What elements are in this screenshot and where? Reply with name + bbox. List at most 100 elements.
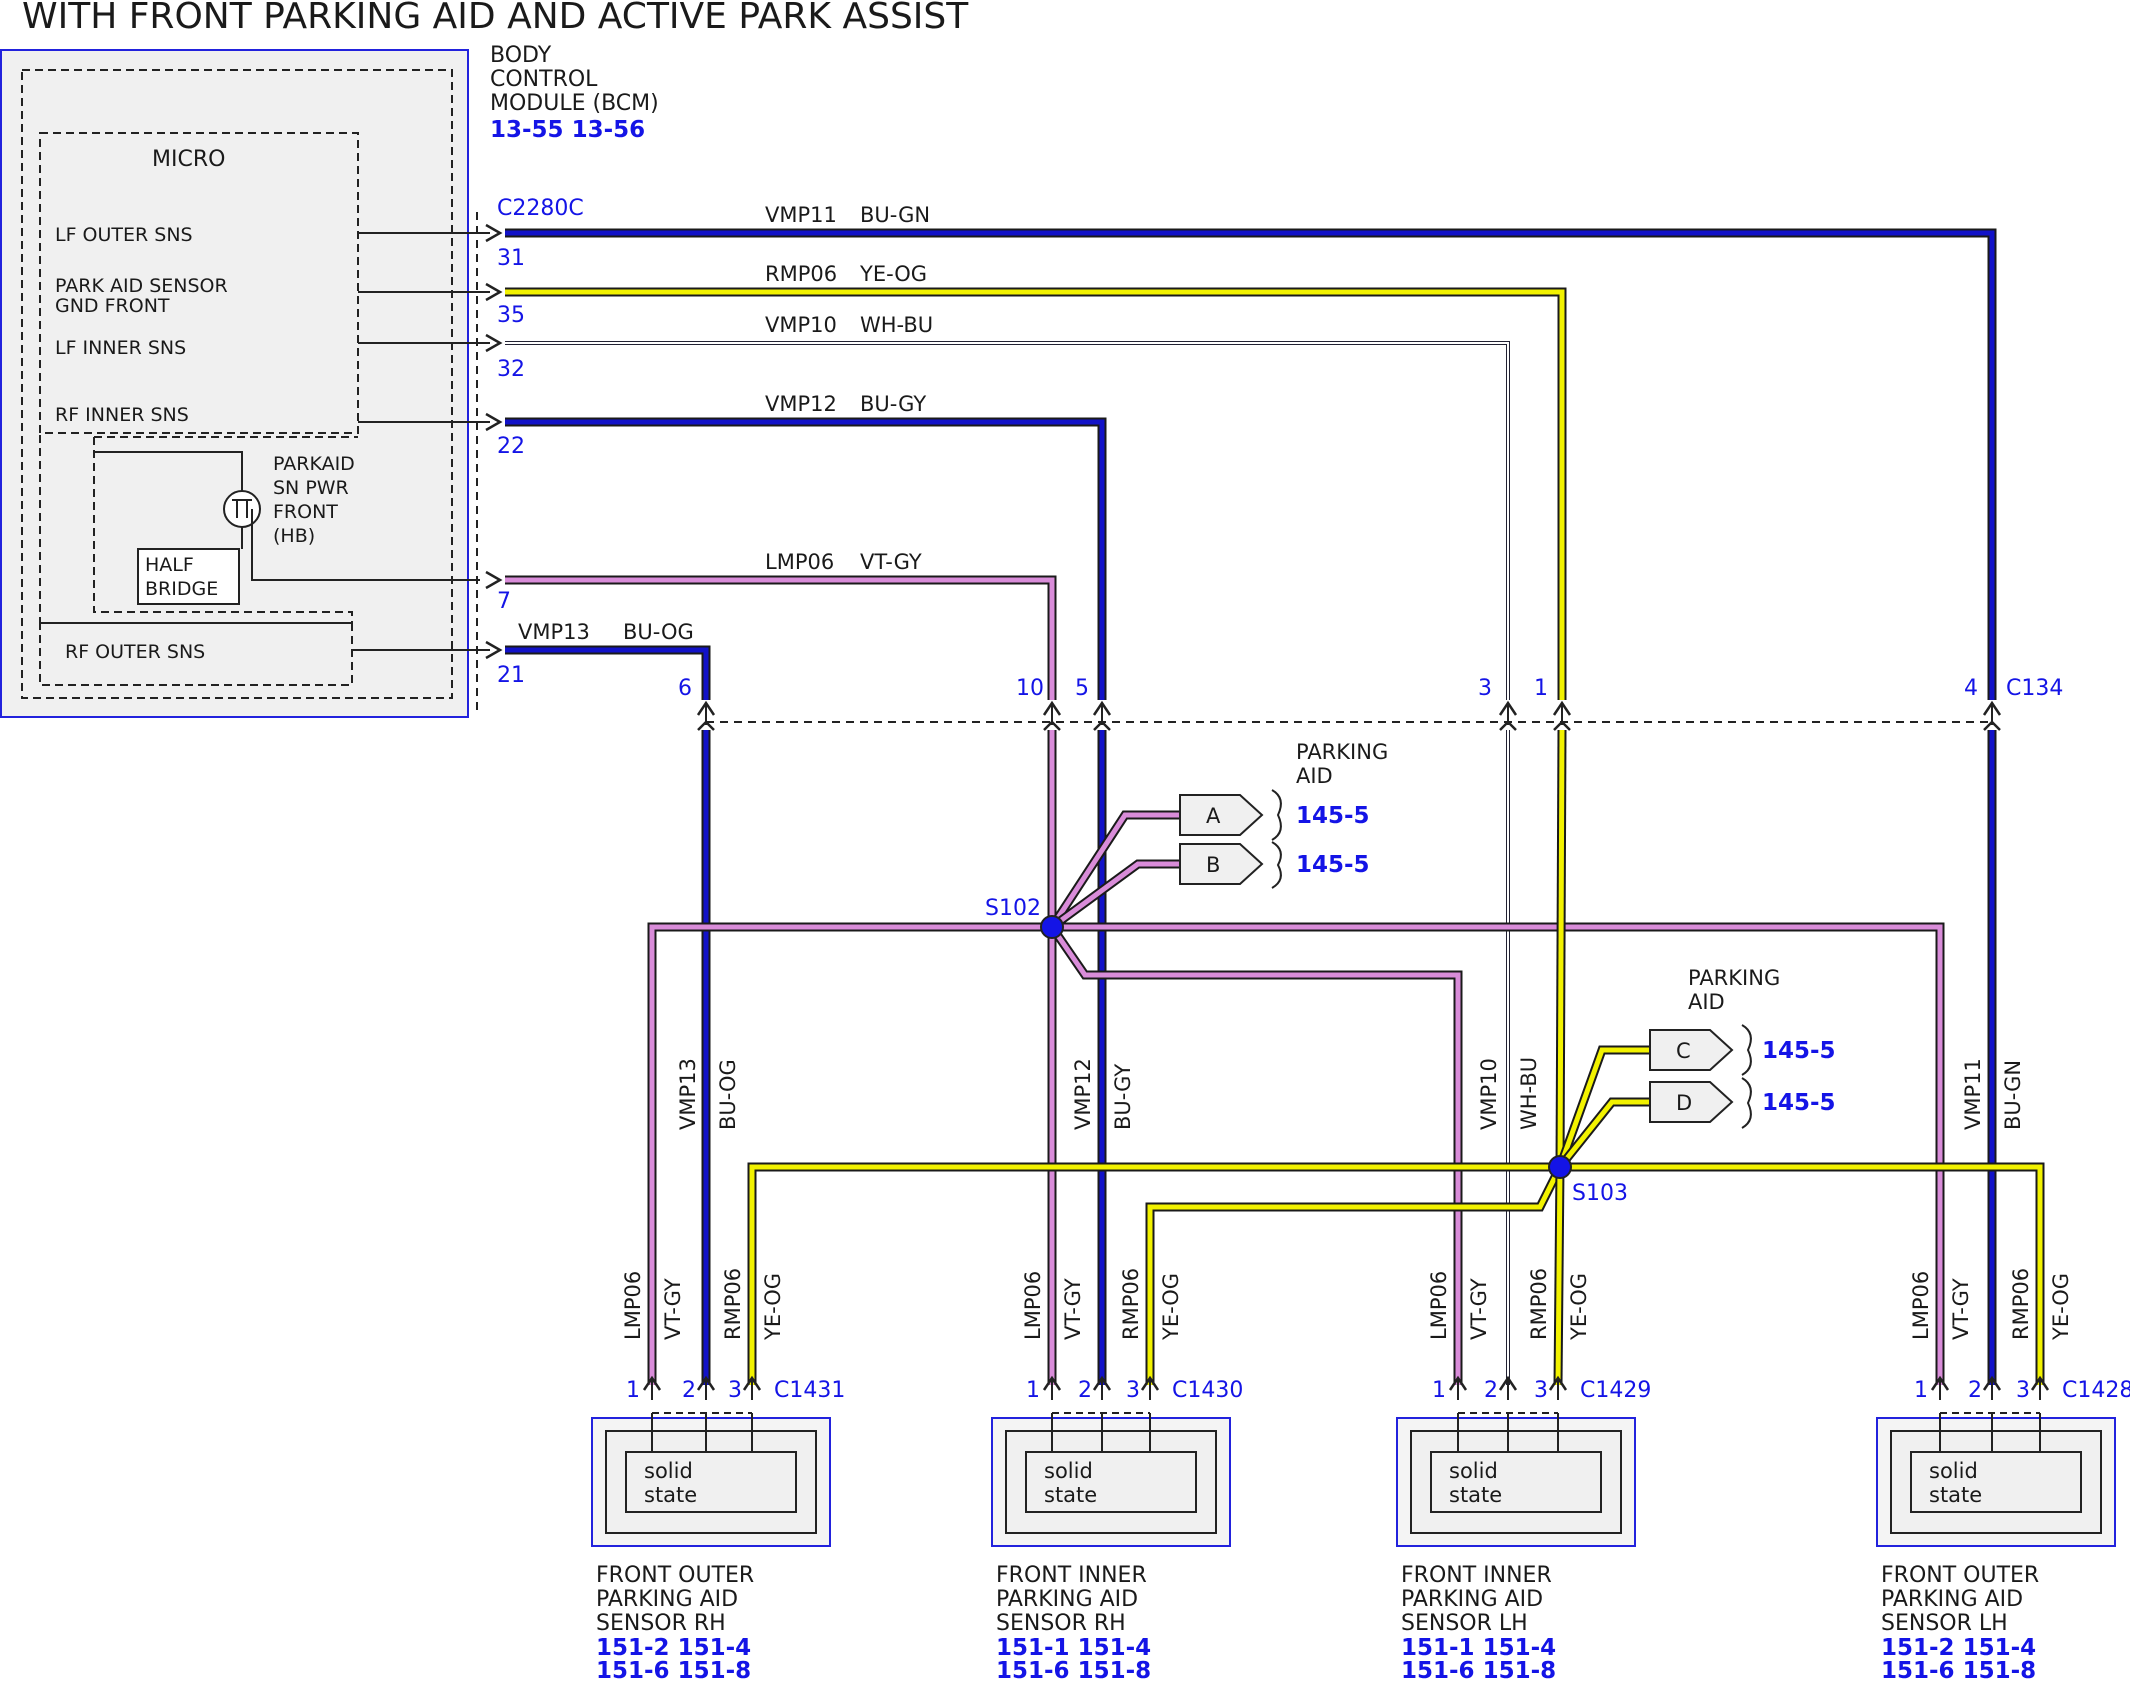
c134-pin-6: 6 xyxy=(678,676,692,701)
connector-d xyxy=(1649,1081,1734,1123)
connector-a-letter: A xyxy=(1206,804,1221,828)
connector-a xyxy=(1179,794,1264,836)
circuit-label-VMP11: VMP11 xyxy=(765,203,837,227)
vlabel-vmp10: VMP10 xyxy=(1477,1058,1501,1130)
wire-rmp06-c1428 xyxy=(1560,1162,2045,1385)
vlabel-bu-gn: BU-GN xyxy=(2001,1060,2025,1130)
wire-rmp06-c1431 xyxy=(747,1162,1560,1385)
sensor-0-name-2: PARKING AID xyxy=(596,1587,738,1612)
sensor-1-solid-state-box xyxy=(1025,1451,1197,1513)
sensor-0-state: state xyxy=(644,1483,697,1507)
sensor-2-name-2: PARKING AID xyxy=(1401,1587,1543,1612)
connector-d-letter: D xyxy=(1676,1091,1692,1115)
color-label-BU-OG: BU-OG xyxy=(623,620,694,644)
pin-arrow-icon xyxy=(485,640,503,660)
sensor-3-name-1: FRONT OUTER xyxy=(1881,1563,2039,1588)
signal-rf-inner: RF INNER SNS xyxy=(55,404,189,426)
ref-c: 145-5 xyxy=(1762,1038,1836,1064)
sensor-0-name-1: FRONT OUTER xyxy=(596,1563,754,1588)
c134-pin-1: 1 xyxy=(1534,676,1548,701)
vlabel-vmp13: VMP13 xyxy=(676,1058,700,1130)
brace-icon xyxy=(1741,1077,1752,1129)
half-bridge-2: BRIDGE xyxy=(145,578,218,600)
sensor-2-rmp06: RMP06 xyxy=(1527,1268,1551,1340)
color-label-YE-OG: YE-OG xyxy=(859,262,927,286)
circuit-label-RMP06: RMP06 xyxy=(765,262,837,286)
connector-c xyxy=(1649,1029,1734,1071)
sensor-3-lmp06: LMP06 xyxy=(1909,1271,1933,1340)
connector-b xyxy=(1179,843,1264,885)
sensor-0-rmp06: RMP06 xyxy=(721,1268,745,1340)
color-label-VT-GY: VT-GY xyxy=(860,550,922,574)
circuit-label-LMP06: LMP06 xyxy=(765,550,834,574)
c134-pin-3: 3 xyxy=(1478,676,1492,701)
wire-lmp06-c1428 xyxy=(1052,922,1945,1385)
bcm-pin-32: 32 xyxy=(497,357,525,382)
sensor-0-solid: solid xyxy=(644,1459,693,1483)
pin-arrow-icon xyxy=(1093,720,1111,731)
pin-arrow-icon xyxy=(1499,720,1517,731)
sensor-3-pin-1: 1 xyxy=(1914,1378,1928,1403)
parkaid-4: (HB) xyxy=(273,525,315,547)
ref-a: 145-5 xyxy=(1296,803,1370,829)
sensor-0-refs-1: 151-2 151-4 xyxy=(596,1635,751,1661)
sensor-1-refs-1: 151-1 151-4 xyxy=(996,1635,1151,1661)
c134-pin-10: 10 xyxy=(1016,676,1044,701)
sensor-2-vt-gy: VT-GY xyxy=(1467,1278,1491,1340)
sensor-2-refs-2: 151-6 151-8 xyxy=(1401,1658,1556,1681)
pin-arrow-icon xyxy=(485,223,503,243)
sensor-0-pin-3: 3 xyxy=(728,1378,742,1403)
sensor-0-pin-2: 2 xyxy=(682,1378,696,1403)
wire-harness xyxy=(485,223,2116,1547)
micro-box xyxy=(39,132,359,434)
wire-rmp06-mid xyxy=(1555,729,1567,1168)
wire-s103-c xyxy=(1555,1045,1650,1169)
bcm-connector-label: C2280C xyxy=(497,196,584,221)
wire-lmp06-c1429 xyxy=(1048,924,1463,1385)
signal-lf-inner: LF INNER SNS xyxy=(55,337,186,359)
sensor-0-vt-gy: VT-GY xyxy=(661,1278,685,1340)
sensor-3-solid-state-box xyxy=(1910,1451,2082,1513)
sensor-3-state: state xyxy=(1929,1483,1982,1507)
bcm-pin-22: 22 xyxy=(497,434,525,459)
sensor-1-name-1: FRONT INNER xyxy=(996,1563,1147,1588)
connector-b-letter: B xyxy=(1206,853,1220,877)
sensor-2-pin-2: 2 xyxy=(1484,1378,1498,1403)
c134-label: C134 xyxy=(2006,676,2063,701)
pin-arrow-icon xyxy=(1553,720,1571,731)
sensor-1-pin-2: 2 xyxy=(1078,1378,1092,1403)
sensor-1-vt-gy: VT-GY xyxy=(1061,1278,1085,1340)
parkaid-1: PARKAID xyxy=(273,453,355,475)
half-bridge-box xyxy=(137,548,240,605)
ref-b: 145-5 xyxy=(1296,852,1370,878)
bcm-pin-31: 31 xyxy=(497,246,525,271)
sensor-0-lmp06: LMP06 xyxy=(621,1271,645,1340)
sensor-3-refs-2: 151-6 151-8 xyxy=(1881,1658,2036,1681)
sensor-3-name-2: PARKING AID xyxy=(1881,1587,2023,1612)
sensor-2-pin-1: 1 xyxy=(1432,1378,1446,1403)
sensor-0-connector: C1431 xyxy=(774,1378,845,1403)
connector-c-letter: C xyxy=(1676,1039,1691,1063)
sensor-0-refs-2: 151-6 151-8 xyxy=(596,1658,751,1681)
brace-icon xyxy=(1271,789,1282,841)
wire-lmp06-c1431 xyxy=(647,922,1052,1385)
bcm-name-2: CONTROL xyxy=(490,67,598,92)
bcm-refs: 13-55 13-56 xyxy=(490,117,645,143)
sensor-3-ye-og: YE-OG xyxy=(2049,1273,2073,1341)
pin-arrow-icon xyxy=(1043,720,1061,731)
vlabel-bu-og: BU-OG xyxy=(716,1059,740,1130)
splice-s102 xyxy=(1040,915,1064,939)
pin-arrow-icon xyxy=(485,333,503,353)
sensor-3-connector: C1428 xyxy=(2062,1378,2130,1403)
color-label-BU-GY: BU-GY xyxy=(860,392,926,416)
sensor-2-lmp06: LMP06 xyxy=(1427,1271,1451,1340)
page-title: WITH FRONT PARKING AID AND ACTIVE PARK A… xyxy=(22,0,969,37)
wire-vmp10 xyxy=(505,341,1510,700)
brace-icon xyxy=(1271,841,1282,889)
bcm-dashed-box xyxy=(21,69,453,699)
bcm-pin-7: 7 xyxy=(497,589,511,614)
sensor-3-pin-3: 3 xyxy=(2016,1378,2030,1403)
bcm-name-3: MODULE (BCM) xyxy=(490,91,659,116)
